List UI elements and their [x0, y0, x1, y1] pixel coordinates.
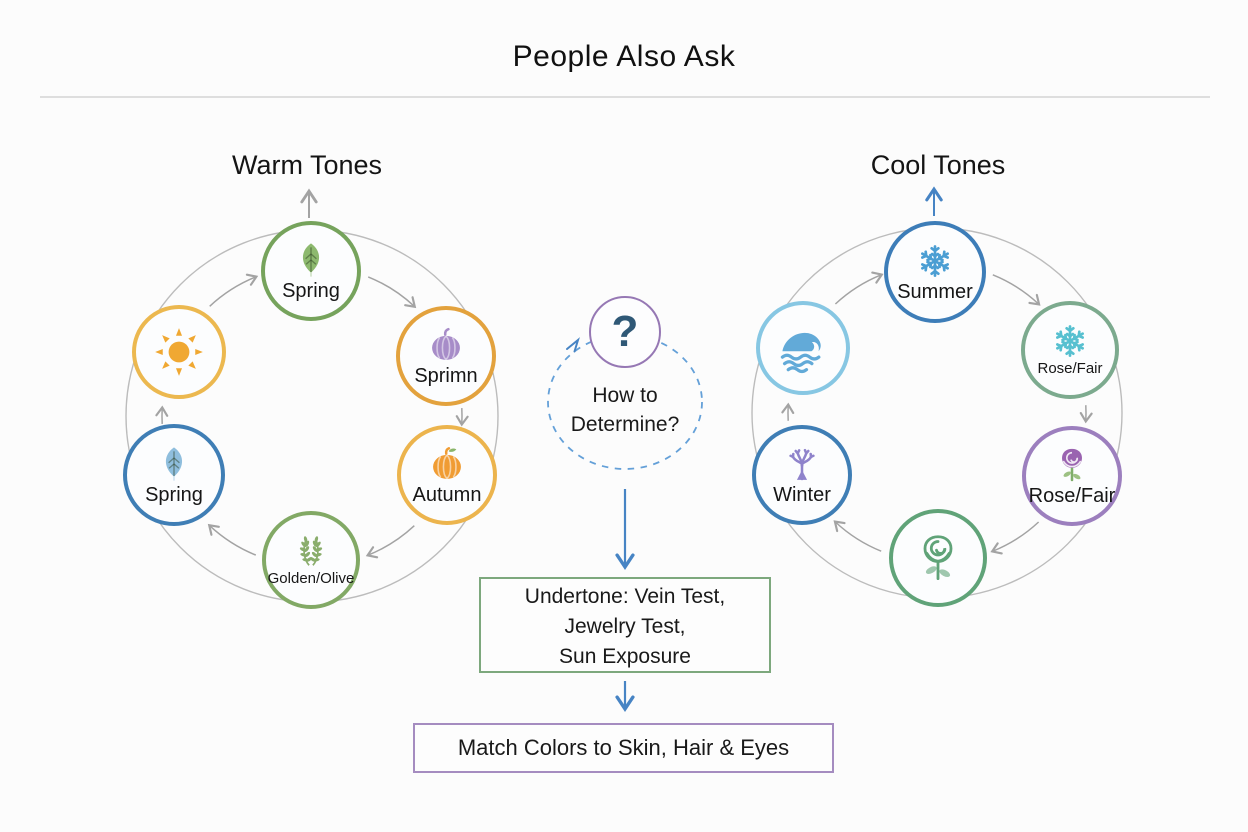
cycle-node-rose-fair: Rose/Fair: [1022, 426, 1122, 526]
cool-tones-heading: Cool Tones: [870, 150, 1006, 180]
node-label: Spring: [282, 279, 340, 302]
cycle-node-spring: Spring: [123, 424, 225, 526]
page-title: People Also Ask: [512, 40, 736, 73]
node-label: Rose/Fair: [1037, 360, 1103, 378]
match-colors-box: Match Colors to Skin, Hair & Eyes: [413, 723, 834, 773]
laurel-icon: [292, 532, 330, 570]
warm-cycle-arrow: [209, 273, 259, 307]
node-label: Rose/Fair: [1028, 484, 1116, 507]
warm-cycle-arrow: [365, 525, 415, 559]
question-circle: ?: [589, 296, 661, 368]
divider: [40, 96, 1210, 98]
rose-icon: [1053, 446, 1091, 484]
wave-icon: [777, 322, 829, 374]
node-label: Sprimn: [414, 364, 478, 387]
cool-cycle-arrow: [992, 274, 1041, 306]
pumpkin-autumn-icon: [428, 445, 466, 483]
question-mark-icon: ?: [611, 307, 639, 356]
node-label: Winter: [773, 483, 831, 506]
undertone-box: Undertone: Vein Test, Jewelry Test, Sun …: [479, 577, 771, 673]
node-label: Autumn: [412, 483, 482, 506]
undertone-line-2: Jewelry Test,: [564, 615, 686, 638]
node-label: Golden/Olive: [267, 570, 355, 588]
cycle-node-summer: Summer: [884, 221, 986, 323]
snowflake-icon: [916, 242, 954, 280]
cycle-node-spring: Spring: [261, 221, 361, 321]
snowflake-icon: [1051, 322, 1089, 360]
cool-cycle-arrow: [990, 521, 1040, 555]
undertone-line-3: Sun Exposure: [559, 645, 691, 668]
warm-cycle-arrow: [367, 276, 417, 309]
cycle-node-rose-outline: [889, 509, 987, 607]
how-to-line-2: Determine?: [570, 413, 680, 436]
node-label: Summer: [897, 280, 973, 303]
node-label: Spring: [145, 483, 203, 506]
warm-cycle-arrow: [207, 523, 257, 556]
cycle-node-autumn: Autumn: [397, 425, 497, 525]
rose-outline-icon: [912, 532, 964, 584]
warm-tones-heading: Warm Tones: [231, 150, 383, 180]
dashed-circle-arrowhead: [566, 337, 580, 353]
pumpkin-icon: [427, 326, 465, 364]
leaf-icon: [155, 445, 193, 483]
sun-icon: [153, 326, 205, 378]
undertone-line-1: Undertone: Vein Test,: [524, 585, 726, 608]
cycle-node-sprimn: Sprimn: [396, 306, 496, 406]
cycle-node-rose-fair: Rose/Fair: [1021, 301, 1119, 399]
cycle-node-winter: Winter: [752, 425, 852, 525]
cycle-node-wave: [756, 301, 850, 395]
cycle-node-golden-olive: Golden/Olive: [262, 511, 360, 609]
match-colors-text: Match Colors to Skin, Hair & Eyes: [457, 735, 790, 760]
leaf-icon: [292, 241, 330, 279]
how-to-line-1: How to: [592, 384, 658, 407]
cool-cycle-arrow: [834, 271, 884, 305]
cycle-node-sun: [132, 305, 226, 399]
how-to-determine-label: How to Determine?: [510, 381, 740, 439]
bare-tree-icon: [783, 445, 821, 483]
cool-cycle-arrow: [833, 520, 882, 552]
